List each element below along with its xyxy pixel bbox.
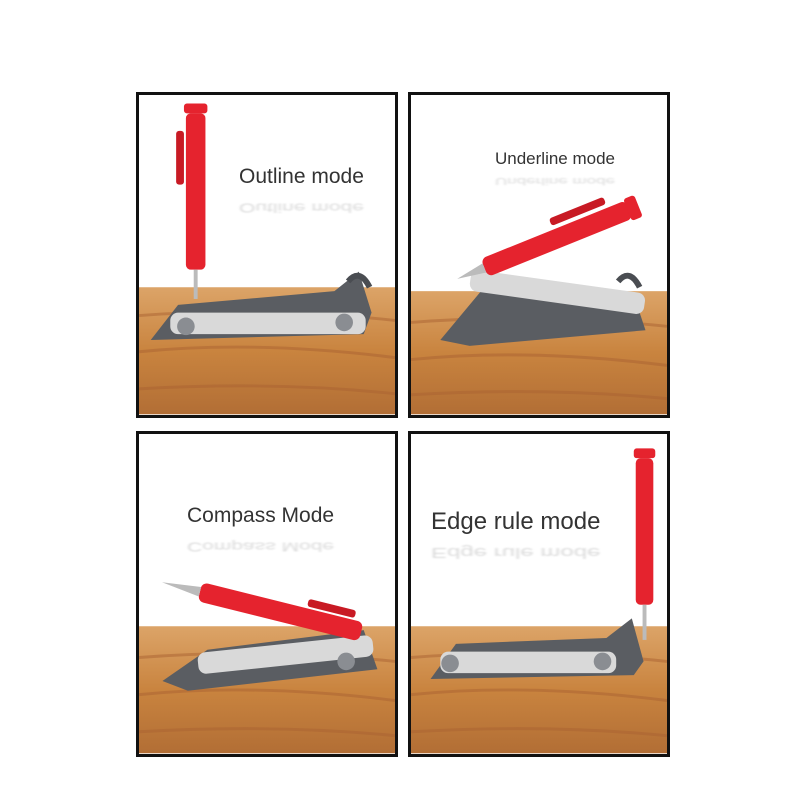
mode-label-reflection: Underline mode — [495, 175, 616, 187]
panel-underline-mode: Underline mode Underline mode — [408, 92, 670, 418]
mode-label: Outline mode — [239, 165, 364, 188]
panel-compass-mode: Compass Mode Compass Mode — [136, 431, 398, 757]
mode-label: Underline mode — [495, 149, 616, 168]
mode-label-reflection: Outline mode — [239, 200, 364, 215]
panel-edge-rule-mode: Edge rule mode Edge rule mode — [408, 431, 670, 757]
tool-photo-compass — [139, 582, 395, 754]
mode-label-reflection: Compass Mode — [187, 539, 335, 554]
panel-outline-mode: Outline mode Outline mode — [136, 92, 398, 418]
mode-label: Compass Mode — [187, 504, 335, 527]
tool-photo-edge-rule — [411, 448, 667, 754]
tool-photo-underline — [411, 195, 667, 415]
mode-label: Edge rule mode — [431, 508, 601, 535]
tool-photo-outline — [139, 103, 395, 415]
mode-label-reflection: Edge rule mode — [431, 544, 601, 561]
